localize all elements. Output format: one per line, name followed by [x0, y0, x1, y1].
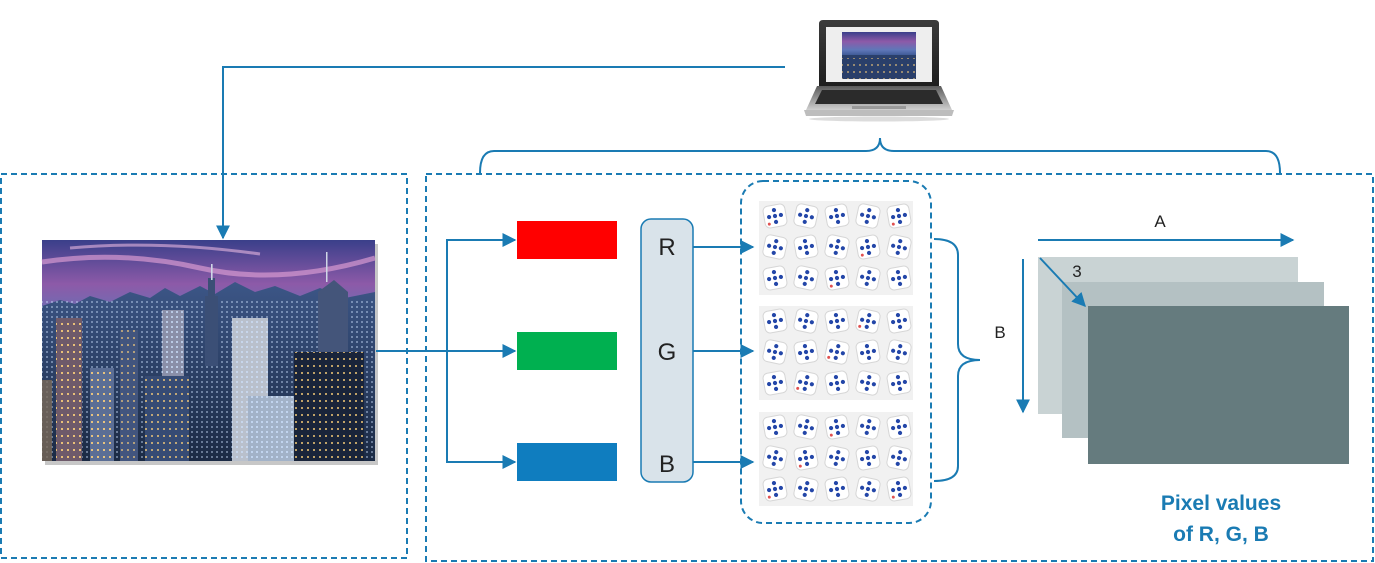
die [824, 414, 850, 440]
layer-front [1088, 306, 1349, 464]
input-image-frame [0, 173, 408, 559]
die [824, 445, 850, 471]
die [886, 414, 912, 440]
dice-grid [759, 306, 913, 400]
caption-line-1: Pixel values [1161, 492, 1281, 515]
die [824, 203, 850, 229]
die [762, 203, 788, 229]
die [886, 339, 912, 365]
die [824, 339, 850, 365]
die [886, 203, 912, 229]
die [762, 308, 788, 334]
die [886, 476, 912, 502]
die [886, 445, 912, 471]
die [762, 234, 788, 260]
die [886, 234, 912, 260]
die [886, 308, 912, 334]
die [886, 370, 912, 396]
die [793, 339, 819, 365]
split-connectors [376, 233, 517, 469]
die [855, 445, 881, 471]
die [855, 370, 881, 396]
caption-line-2: of R, G, B [1173, 523, 1269, 546]
die [793, 370, 819, 396]
die [855, 339, 881, 365]
die [793, 308, 819, 334]
die [793, 234, 819, 260]
die [762, 265, 788, 291]
die [824, 234, 850, 260]
city-photo [41, 240, 378, 465]
top-brace [479, 137, 1281, 174]
die [762, 414, 788, 440]
die [855, 414, 881, 440]
die [855, 265, 881, 291]
green-channel-bar [517, 332, 617, 370]
die [855, 203, 881, 229]
channel-label-g: G [658, 339, 677, 366]
right-brace [933, 238, 981, 482]
dice-grid [759, 412, 913, 506]
red-channel-bar [517, 221, 617, 259]
die [793, 265, 819, 291]
die [793, 414, 819, 440]
axis-b-label: B [994, 323, 1005, 342]
die [762, 339, 788, 365]
die [793, 476, 819, 502]
die [762, 476, 788, 502]
die [793, 445, 819, 471]
die [824, 265, 850, 291]
blue-channel-bar [517, 443, 617, 481]
die [855, 234, 881, 260]
die [855, 308, 881, 334]
processing-frame [425, 173, 1374, 562]
die [762, 445, 788, 471]
die [824, 308, 850, 334]
die [886, 265, 912, 291]
channel-label-r: R [658, 234, 675, 261]
dice-grids [759, 201, 913, 506]
channel-label-b: B [659, 451, 675, 478]
connector-laptop-to-photo [216, 66, 785, 240]
dice-grid [759, 201, 913, 295]
die [762, 370, 788, 396]
axis-depth-label: 3 [1072, 262, 1081, 281]
die [824, 476, 850, 502]
axis-a-label: A [1154, 212, 1166, 231]
axis-depth-arrow [1039, 257, 1086, 308]
die [824, 370, 850, 396]
die [793, 203, 819, 229]
channel-arrows [693, 240, 755, 469]
laptop-icon [804, 20, 954, 122]
dice-group-frame [740, 180, 932, 524]
die [855, 476, 881, 502]
